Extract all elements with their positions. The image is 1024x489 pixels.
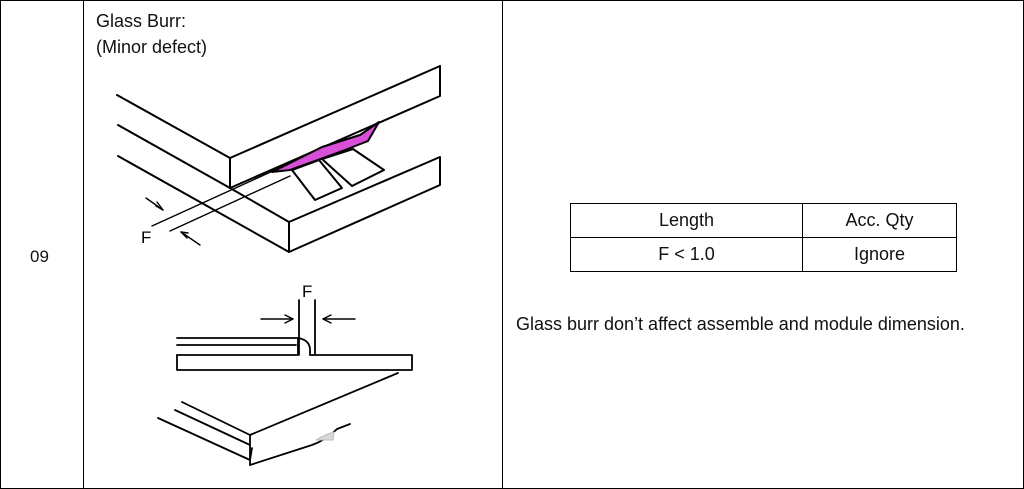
chip-flake-2 xyxy=(321,148,385,187)
chip-flake-1 xyxy=(291,159,343,201)
defect-title: Glass Burr: xyxy=(96,11,187,31)
acceptance-table: Length Acc. Qty F < 1.0 Ignore xyxy=(570,203,957,272)
column-divider-2 xyxy=(502,0,503,489)
header-acc-qty: Acc. Qty xyxy=(802,203,957,238)
cell-length-criterion: F < 1.0 xyxy=(570,237,803,272)
table-header-row: Length Acc. Qty xyxy=(570,203,957,238)
defect-severity: (Minor defect) xyxy=(96,37,208,57)
header-length: Length xyxy=(570,203,803,238)
dimension-label-side: F xyxy=(141,228,151,247)
table-row: F < 1.0 Ignore xyxy=(570,237,957,272)
defect-note: Glass burr don’t affect assemble and mod… xyxy=(516,314,965,334)
item-number: 09 xyxy=(30,247,49,266)
glass-corner-drawing xyxy=(116,65,441,253)
burr-mark xyxy=(315,431,335,441)
cell-acceptable-qty: Ignore xyxy=(802,237,957,272)
dimension-label-top: F xyxy=(302,282,312,301)
edge-view-drawing xyxy=(157,372,399,466)
column-divider-1 xyxy=(83,0,84,489)
cross-section-drawing xyxy=(176,299,413,371)
